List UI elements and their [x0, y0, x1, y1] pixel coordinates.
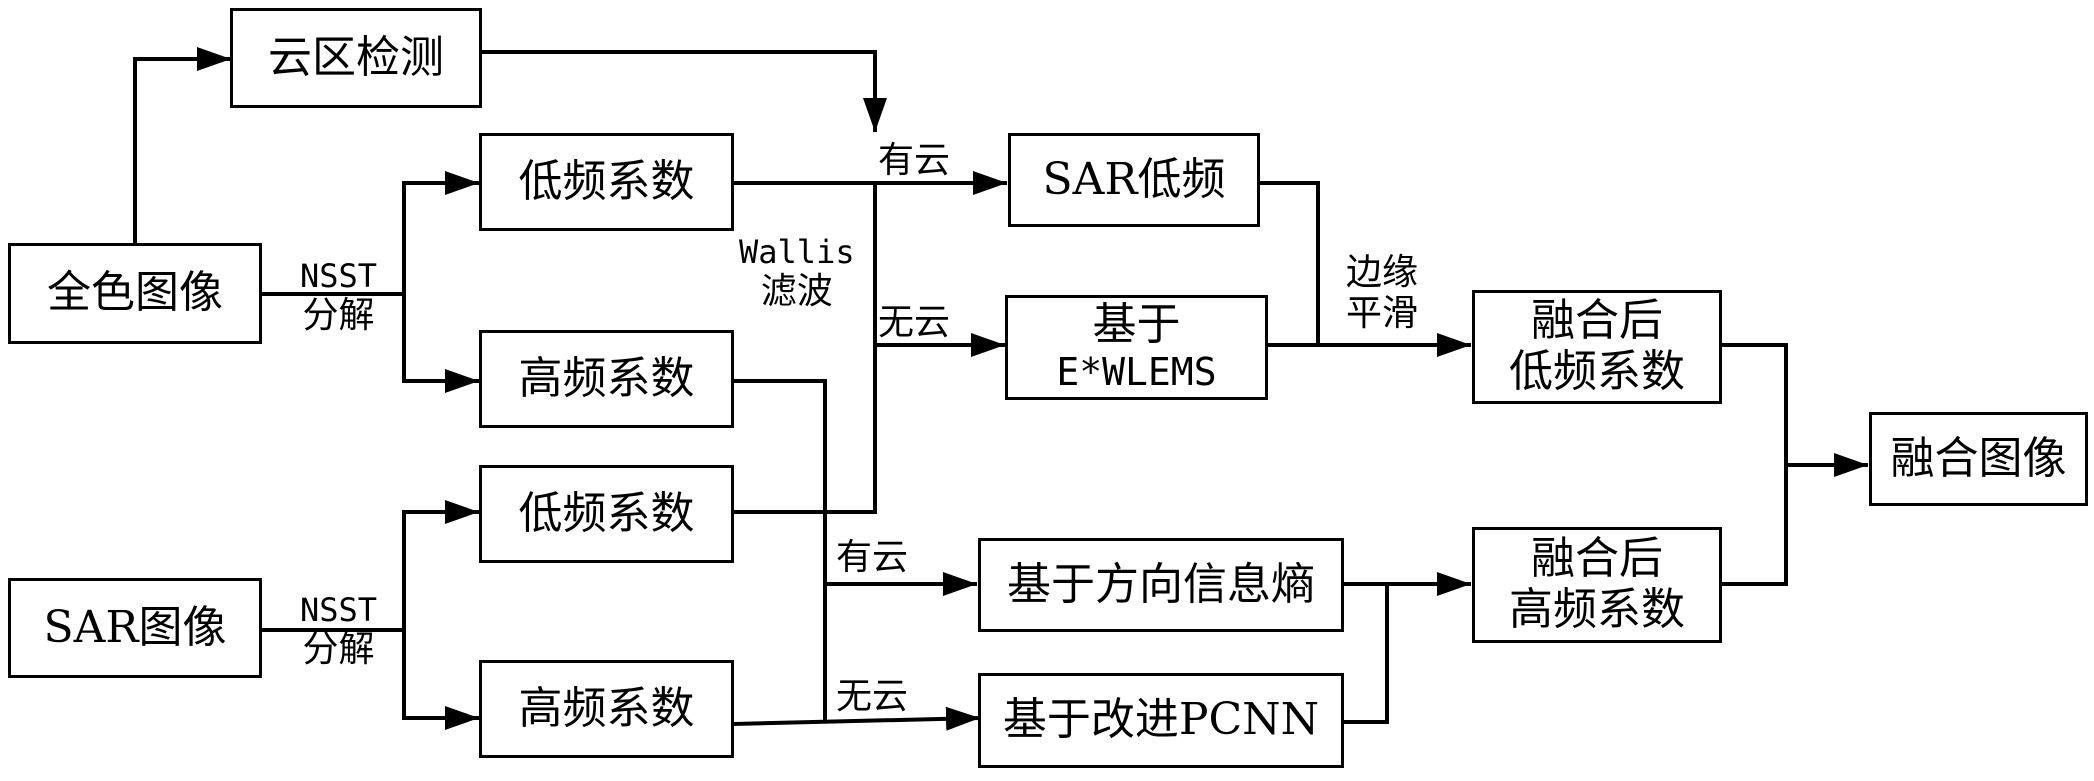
- fused-high-box: 融合后 高频系数: [1472, 527, 1722, 643]
- clear-label-top: 无云: [878, 302, 951, 343]
- nsst-label-top-line1: NSST: [300, 257, 378, 295]
- ewlems-label-line2: E*WLEMS: [1056, 349, 1217, 394]
- sar-low-box: 低频系数: [479, 465, 734, 563]
- fused-high-label-line1: 融合后: [1531, 533, 1663, 585]
- cloudy-label-top: 有云: [878, 140, 951, 181]
- dir-entropy-label: 基于方向信息熵: [1007, 558, 1315, 610]
- cloud-detection-box: 云区检测: [230, 8, 482, 108]
- fused-image-label: 融合图像: [1890, 432, 2067, 484]
- edge-high-clear: [731, 706, 981, 731]
- pan-high-box: 高频系数: [479, 330, 734, 428]
- sar-lowfreq-label: SAR低频: [1042, 153, 1226, 205]
- clear-label-bottom: 无云: [836, 676, 909, 717]
- fused-low-box: 融合后 低频系数: [1472, 290, 1722, 404]
- pan-low-label: 低频系数: [518, 155, 695, 207]
- edge-pan-to-cloud-detection: [133, 47, 231, 245]
- pan-image-box: 全色图像: [8, 243, 262, 344]
- edge-pan-high-out: [732, 379, 827, 720]
- cloudy-label-bottom: 有云: [836, 537, 909, 578]
- wallis-label-line1: Wallis: [739, 233, 855, 271]
- pan-high-label: 高频系数: [518, 352, 695, 404]
- sar-image-label: SAR图像: [43, 601, 227, 653]
- sar-lowfreq-box: SAR低频: [1008, 133, 1260, 227]
- fused-image-box: 融合图像: [1869, 412, 2088, 506]
- nsst-label-bottom: NSST 分解: [300, 592, 377, 670]
- edge-smoothing-label: 边缘 平滑: [1346, 252, 1418, 335]
- pan-low-box: 低频系数: [479, 133, 734, 231]
- ewlems-label-line1: 基于: [1092, 299, 1181, 351]
- fused-high-label-line2: 高频系数: [1509, 584, 1685, 635]
- fused-low-label-line2: 低频系数: [1509, 346, 1685, 397]
- nsst-label-top: NSST 分解: [300, 258, 377, 336]
- wallis-label-line2: 滤波: [760, 270, 833, 312]
- edge-cloud-detection-to-switch: [480, 50, 887, 132]
- pan-image-label: 全色图像: [47, 267, 223, 319]
- pcnn-box: 基于改进PCNN: [978, 673, 1344, 768]
- nsst-label-top-line2: 分解: [302, 294, 375, 336]
- cloud-detection-label: 云区检测: [268, 31, 444, 83]
- edge-sarlow-out: [1258, 181, 1320, 347]
- wallis-label: Wallis 滤波: [739, 234, 855, 312]
- ewlems-box: 基于 E*WLEMS: [1005, 295, 1268, 400]
- sar-image-box: SAR图像: [8, 578, 262, 678]
- fused-low-label-line1: 融合后: [1531, 295, 1663, 347]
- pcnn-label: 基于改进PCNN: [1002, 694, 1320, 746]
- nsst-label-bottom-line1: NSST: [300, 591, 378, 629]
- edge-smoothing-label-line1: 边缘: [1346, 252, 1419, 293]
- edge-smoothing-label-line2: 平滑: [1346, 293, 1419, 335]
- sar-high-label: 高频系数: [518, 682, 695, 734]
- dir-entropy-box: 基于方向信息熵: [978, 538, 1344, 632]
- nsst-label-bottom-line2: 分解: [302, 628, 375, 670]
- sar-low-label: 低频系数: [518, 487, 695, 539]
- sar-high-box: 高频系数: [479, 660, 734, 758]
